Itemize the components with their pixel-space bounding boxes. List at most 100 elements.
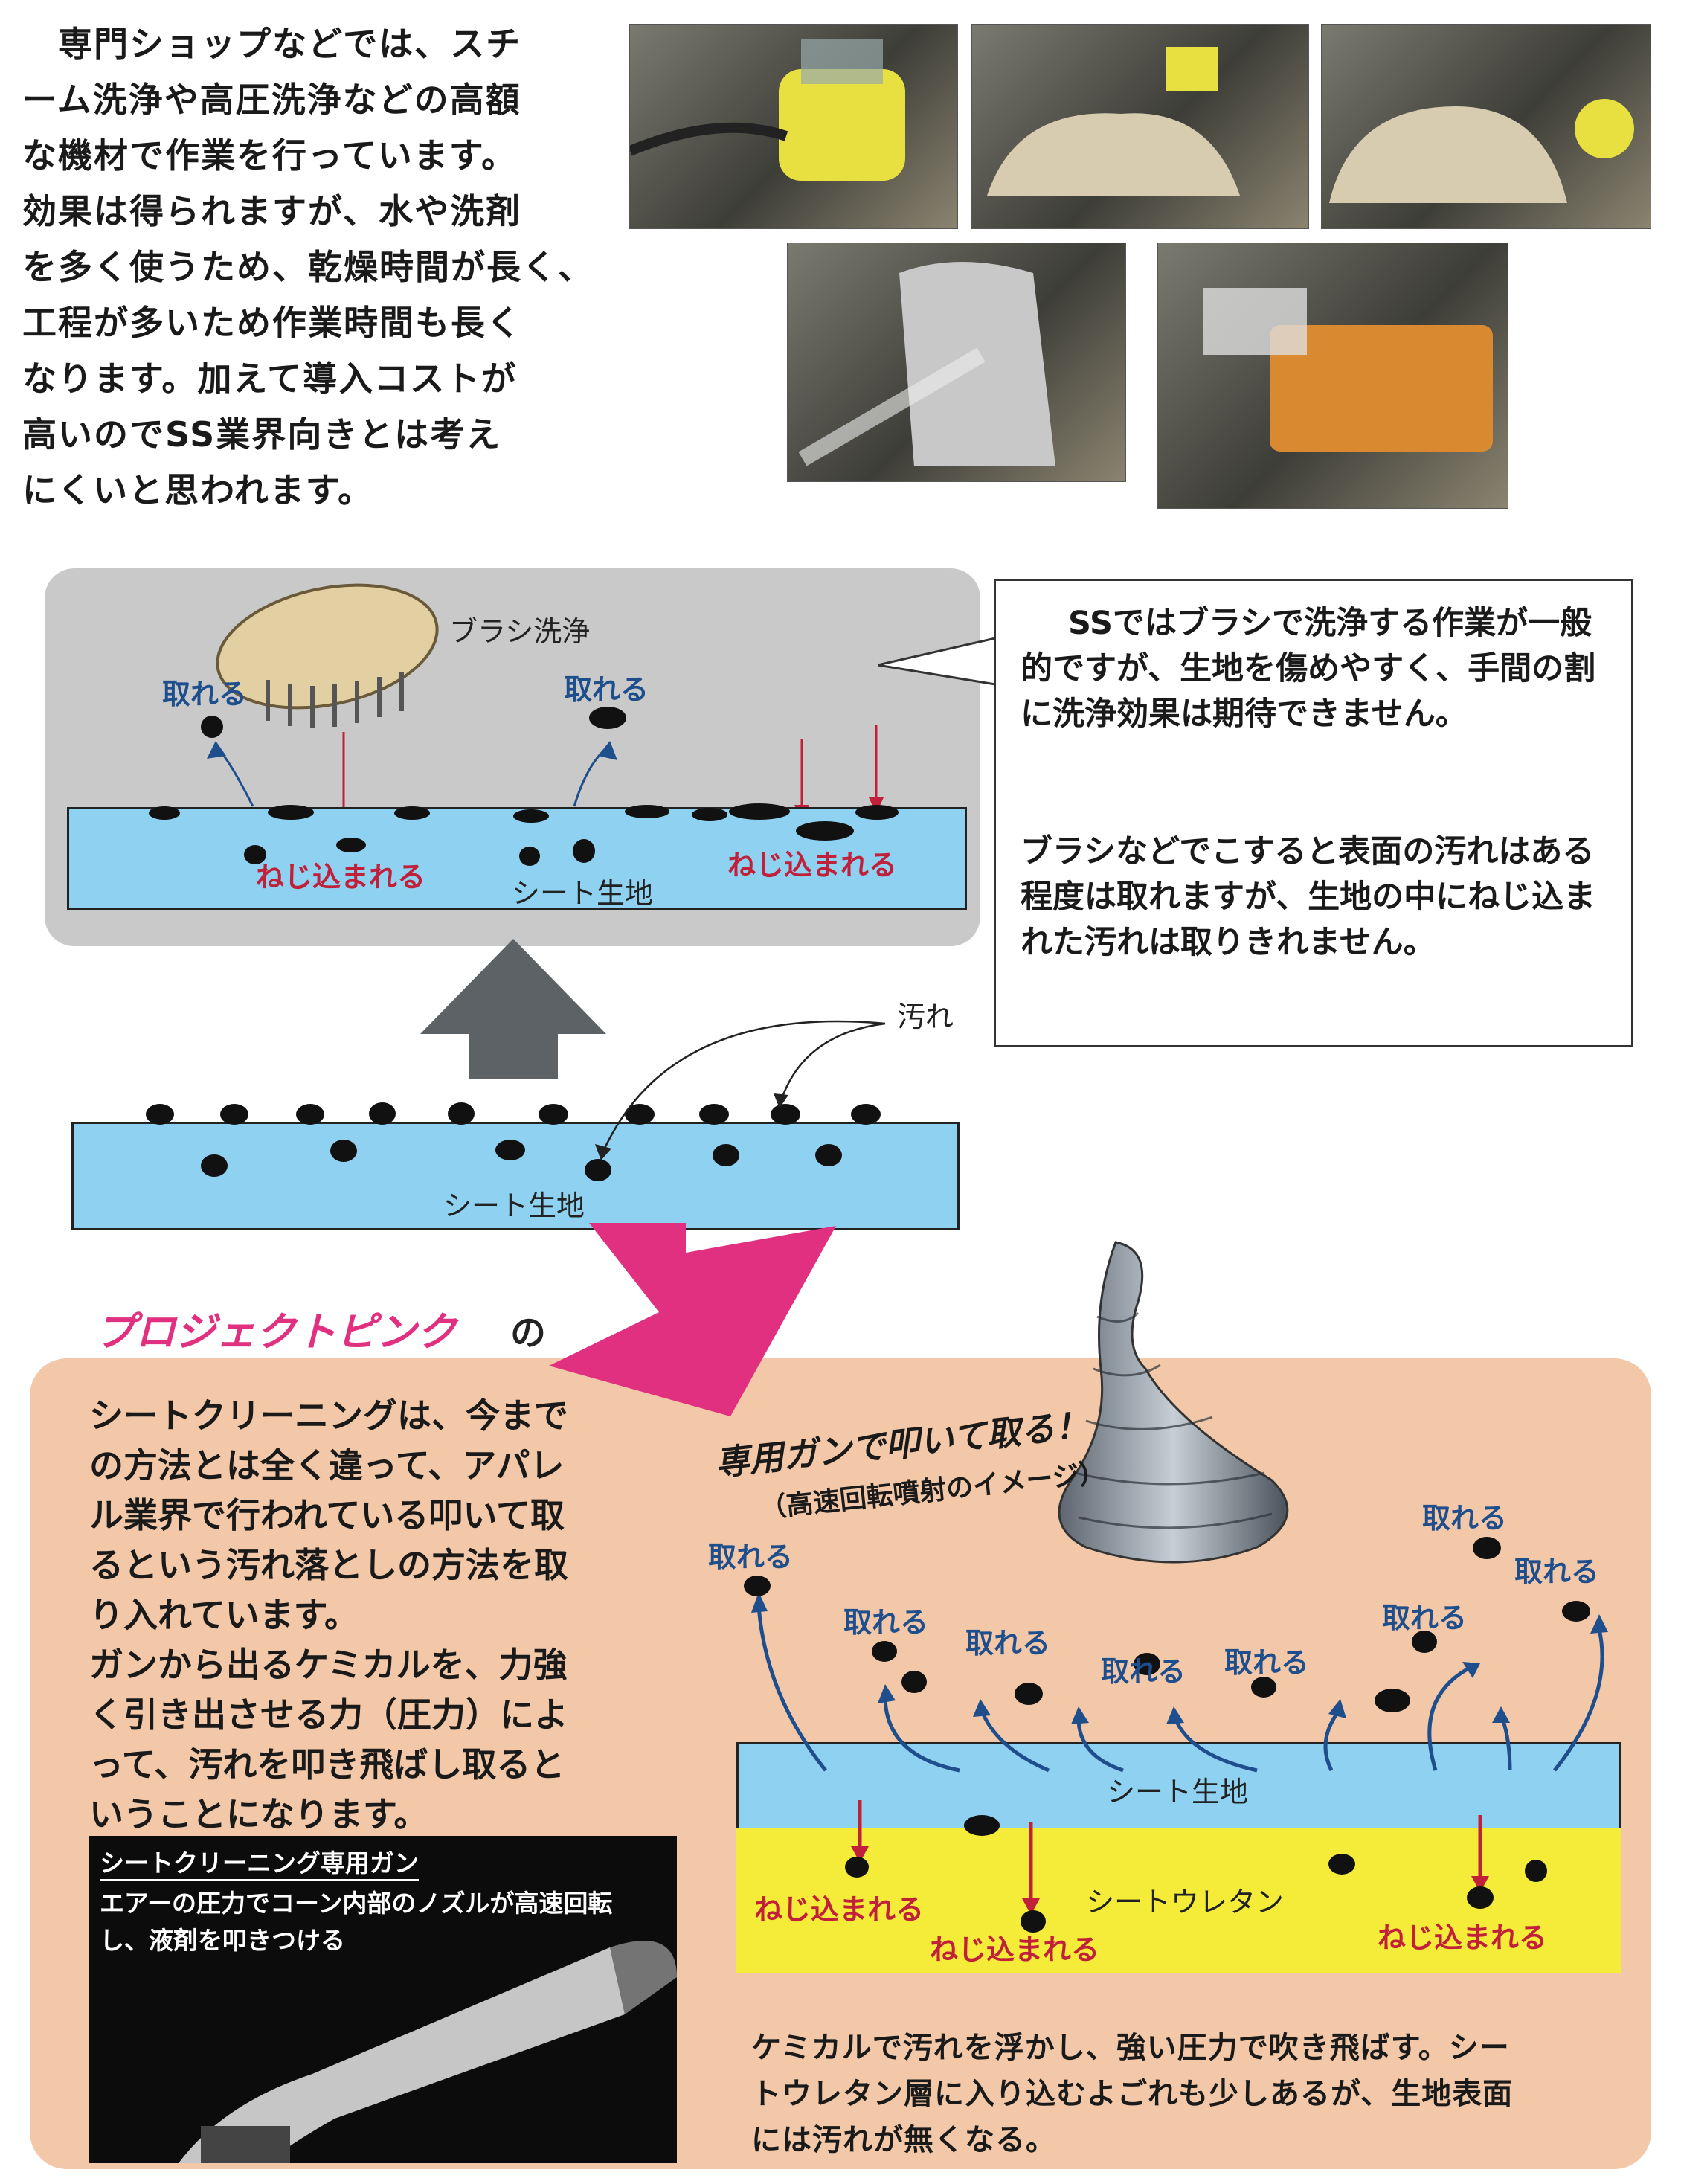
gun-photo-description: エアーの圧力でコーン内部のノズルが高速回転し、液剤を叩きつける <box>100 1889 613 1955</box>
dirt-dot <box>771 1104 800 1125</box>
dirt-dot <box>394 806 430 820</box>
pink-line: く引き出させる力（圧力）によ <box>89 1695 568 1735</box>
intro-line: にくいと思われます。 <box>22 470 374 510</box>
pushed-in-label: ねじ込まれる <box>1378 1921 1548 1954</box>
dirt-dot <box>1467 1886 1494 1909</box>
photo-steam-spray <box>787 243 1126 482</box>
removed-label: 取れる <box>1224 1646 1310 1679</box>
intro-text: 専門ショップなどでは、スチ ーム洗浄や高圧洗浄などの高額 な機材で作業を行ってい… <box>22 16 617 518</box>
gun-photo: シートクリーニング専用ガン エアーの圧力でコーン内部のノズルが高速回転し、液剤を… <box>89 1836 677 2163</box>
pink-line: ル業界で行われている叩いて取 <box>89 1495 565 1535</box>
dirt-dot <box>1412 1631 1437 1653</box>
intro-line: なります。加えて導入コストが <box>22 359 518 399</box>
pink-line: いうことになります。 <box>89 1794 428 1834</box>
removed-label: 取れる <box>708 1541 794 1573</box>
dirt-dot <box>1015 1683 1043 1705</box>
spray-gun-icon <box>179 1941 677 2163</box>
pushed-in-label: ねじ込まれる <box>256 861 426 893</box>
removed-label: 取れる <box>564 673 649 706</box>
dirt-dot <box>1473 1537 1501 1559</box>
spray-cone-icon <box>1058 1241 1289 1564</box>
dirt-dot <box>369 1102 396 1125</box>
project-pink-title-suffix: の <box>510 1312 547 1354</box>
dirt-dot <box>901 1671 927 1693</box>
dirt-dot <box>296 1104 324 1125</box>
dirt-dot <box>589 707 626 729</box>
intro-line: 効果は得られますが、水や洗剤 <box>22 191 522 231</box>
dirt-dot <box>1021 1910 1046 1933</box>
gun-fabric-layer <box>736 1742 1621 1830</box>
dirt-dot <box>872 1641 897 1662</box>
dirt-dot <box>851 1104 881 1125</box>
dirt-dot <box>201 716 223 738</box>
project-pink-title: プロジェクトピンク <box>95 1308 457 1355</box>
dirt-dot <box>796 821 854 841</box>
dirt-dot <box>1134 1653 1160 1675</box>
dirt-dot <box>699 1104 729 1125</box>
bubble-paragraph-2: ブラシなどでこすると表面の汚れはある程度は取れますが、生地の中にねじ込まれた汚れ… <box>1021 833 1596 961</box>
pink-arrow <box>549 1223 836 1416</box>
dirt-dot <box>1525 1860 1547 1882</box>
pushed-in-label: ねじ込まれる <box>930 1933 1100 1966</box>
intro-line: を多く使うため、乾燥時間が長く、 <box>22 247 594 287</box>
dirt-dot <box>220 1104 248 1125</box>
caption-line: トウレタン層に入り込むよごれも少しあるが、生地表面 <box>751 2077 1514 2111</box>
dirt-dot <box>744 1576 771 1596</box>
removed-label: 取れる <box>965 1627 1051 1660</box>
dirt-label: 汚れ <box>897 1001 954 1033</box>
caption-line: には汚れが無くなる。 <box>751 2123 1056 2157</box>
dirt-dot <box>573 839 595 863</box>
dirt-dot <box>519 847 540 866</box>
pink-line: ガンから出るケミカルを、力強 <box>89 1645 568 1685</box>
removed-label: 取れる <box>1422 1502 1508 1535</box>
intro-line: な機材で作業を行っています。 <box>22 135 518 176</box>
removed-label: 取れる <box>162 678 248 710</box>
dirt-dot <box>692 808 727 821</box>
dirt-dot <box>1562 1601 1590 1622</box>
gun-photo-title: シートクリーニング専用ガン <box>100 1843 419 1881</box>
removed-label: 取れる <box>843 1606 929 1639</box>
caption-line: ケミカルで汚れを浮かし、強い圧力で吹き飛ばす。シー <box>751 2031 1510 2065</box>
bubble-tail <box>878 637 1002 686</box>
dirt-dot <box>268 805 314 820</box>
dirt-dot <box>729 803 790 820</box>
removed-label: 取れる <box>1382 1602 1468 1634</box>
dirt-dot <box>815 1144 842 1166</box>
dirt-dot <box>513 809 549 823</box>
pink-line: り入れています。 <box>89 1595 359 1635</box>
photo-extractor-machine <box>629 24 958 229</box>
dirt-dot <box>146 1104 174 1125</box>
dirt-pointer-lines <box>595 1020 886 1160</box>
up-arrow <box>420 939 606 1079</box>
dirt-dot <box>713 1144 739 1166</box>
dirt-dot <box>539 1104 568 1125</box>
dirt-dot <box>1375 1689 1410 1712</box>
intro-line: ーム洗浄や高圧洗浄などの高額 <box>22 80 521 120</box>
brush-label: ブラシ洗浄 <box>449 615 591 648</box>
dirt-dot <box>448 1102 475 1125</box>
project-pink-text: シートクリーニングは、今まで の方法とは全く違って、アパレ ル業界で行われている… <box>89 1391 684 1840</box>
dirt-dot <box>330 1140 357 1162</box>
removed-label: 取れる <box>1101 1655 1186 1688</box>
brush-icon <box>216 583 439 728</box>
pushed-in-label: ねじ込まれる <box>754 1893 925 1926</box>
removed-label: 取れる <box>1514 1555 1600 1588</box>
dirt-dot <box>495 1140 525 1160</box>
pink-line: って、汚れを叩き飛ばし取ると <box>89 1744 565 1785</box>
urethane-label: シートウレタン <box>1086 1886 1285 1918</box>
dirt-dot <box>625 805 669 818</box>
gun-diagram-arrows <box>751 1592 1608 1915</box>
intro-line: 工程が多いため作業時間も長く <box>22 303 522 343</box>
fabric-label: シート生地 <box>512 877 654 910</box>
photo-seat-cleaning-2 <box>1321 24 1651 229</box>
dirt-dot <box>244 845 266 864</box>
speech-bubble <box>994 579 1633 1047</box>
dirt-dot <box>585 1159 611 1181</box>
dirt-dot <box>149 806 180 820</box>
dirt-dot <box>1251 1677 1276 1698</box>
photo-orange-seat <box>1157 243 1508 509</box>
pushed-in-label: ねじ込まれる <box>727 849 898 881</box>
bubble-paragraph-1: SSではブラシで洗浄する作業が一般的ですが、生地を傷めやすく、手間の割に洗浄効果… <box>1021 605 1596 733</box>
gun-diagram-caption: ケミカルで汚れを浮かし、強い圧力で吹き飛ばす。シー トウレタン層に入り込むよごれ… <box>751 2025 1629 2163</box>
photo-seat-cleaning-1 <box>971 24 1309 229</box>
